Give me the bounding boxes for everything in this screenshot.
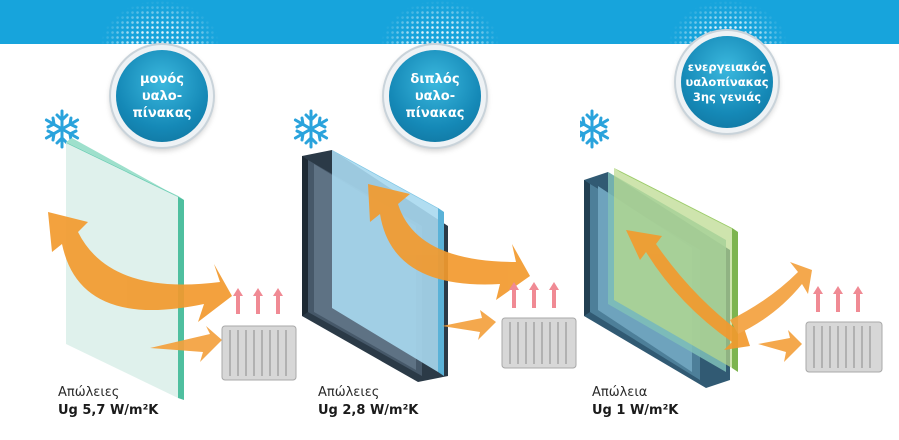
- energy-glazing-illustration: [580, 109, 883, 388]
- heat-loss-arrow: [48, 212, 232, 362]
- dot-pattern: [100, 0, 220, 44]
- double-glass-unit: [302, 150, 448, 382]
- heat-arrow-icon: [813, 286, 863, 312]
- single-glazing-illustration: [44, 109, 297, 400]
- double-glazing-illustration: [293, 109, 577, 382]
- dot-pattern: [380, 0, 500, 44]
- badge-text: ενεργειακός υαλοπίνακας 3ης γενιάς: [685, 59, 769, 104]
- loss-label: Απώλειες: [318, 385, 380, 400]
- triple-glass-unit: [584, 168, 738, 388]
- heat-arrow-icon: [233, 288, 283, 314]
- ug-value: Ug 5,7 W/m²K: [58, 403, 159, 418]
- heat-arrow-icon: [509, 282, 559, 308]
- loss-label: Απώλεια: [592, 385, 648, 400]
- radiator-icon: [805, 321, 883, 373]
- loss-label: Απώλειες: [58, 385, 120, 400]
- radiator-icon: [501, 317, 577, 369]
- heat-loss-arrow: [368, 184, 530, 340]
- snowflake-icon: [580, 109, 610, 149]
- radiator-icon: [221, 325, 297, 381]
- snowflake-icon: [44, 109, 80, 149]
- badge-single-glazing: μονός υαλο- πίνακας: [116, 50, 208, 142]
- ug-value: Ug 1 W/m²K: [592, 403, 679, 418]
- snowflake-icon: [293, 109, 329, 149]
- badge-text: διπλός υαλο- πίνακας: [405, 71, 465, 121]
- glass-pane: [66, 138, 184, 400]
- panel-single-glazing: μονός υαλο- πίνακας Απώλειες Ug 5,7 W/m²…: [0, 0, 300, 440]
- panel-double-glazing: διπλός υαλο- πίνακας Απώλειες Ug 2,8 W/m…: [292, 0, 592, 440]
- badge-text: μονός υαλο- πίνακας: [132, 71, 192, 121]
- panel-energy-glazing: ενεργειακός υαλοπίνακας 3ης γενιάς Απώλε…: [580, 0, 883, 440]
- ug-value: Ug 2,8 W/m²K: [318, 403, 419, 418]
- badge-energy-glazing: ενεργειακός υαλοπίνακας 3ης γενιάς: [681, 36, 773, 128]
- heat-loss-arrow: [626, 230, 812, 362]
- badge-double-glazing: διπλός υαλο- πίνακας: [389, 50, 481, 142]
